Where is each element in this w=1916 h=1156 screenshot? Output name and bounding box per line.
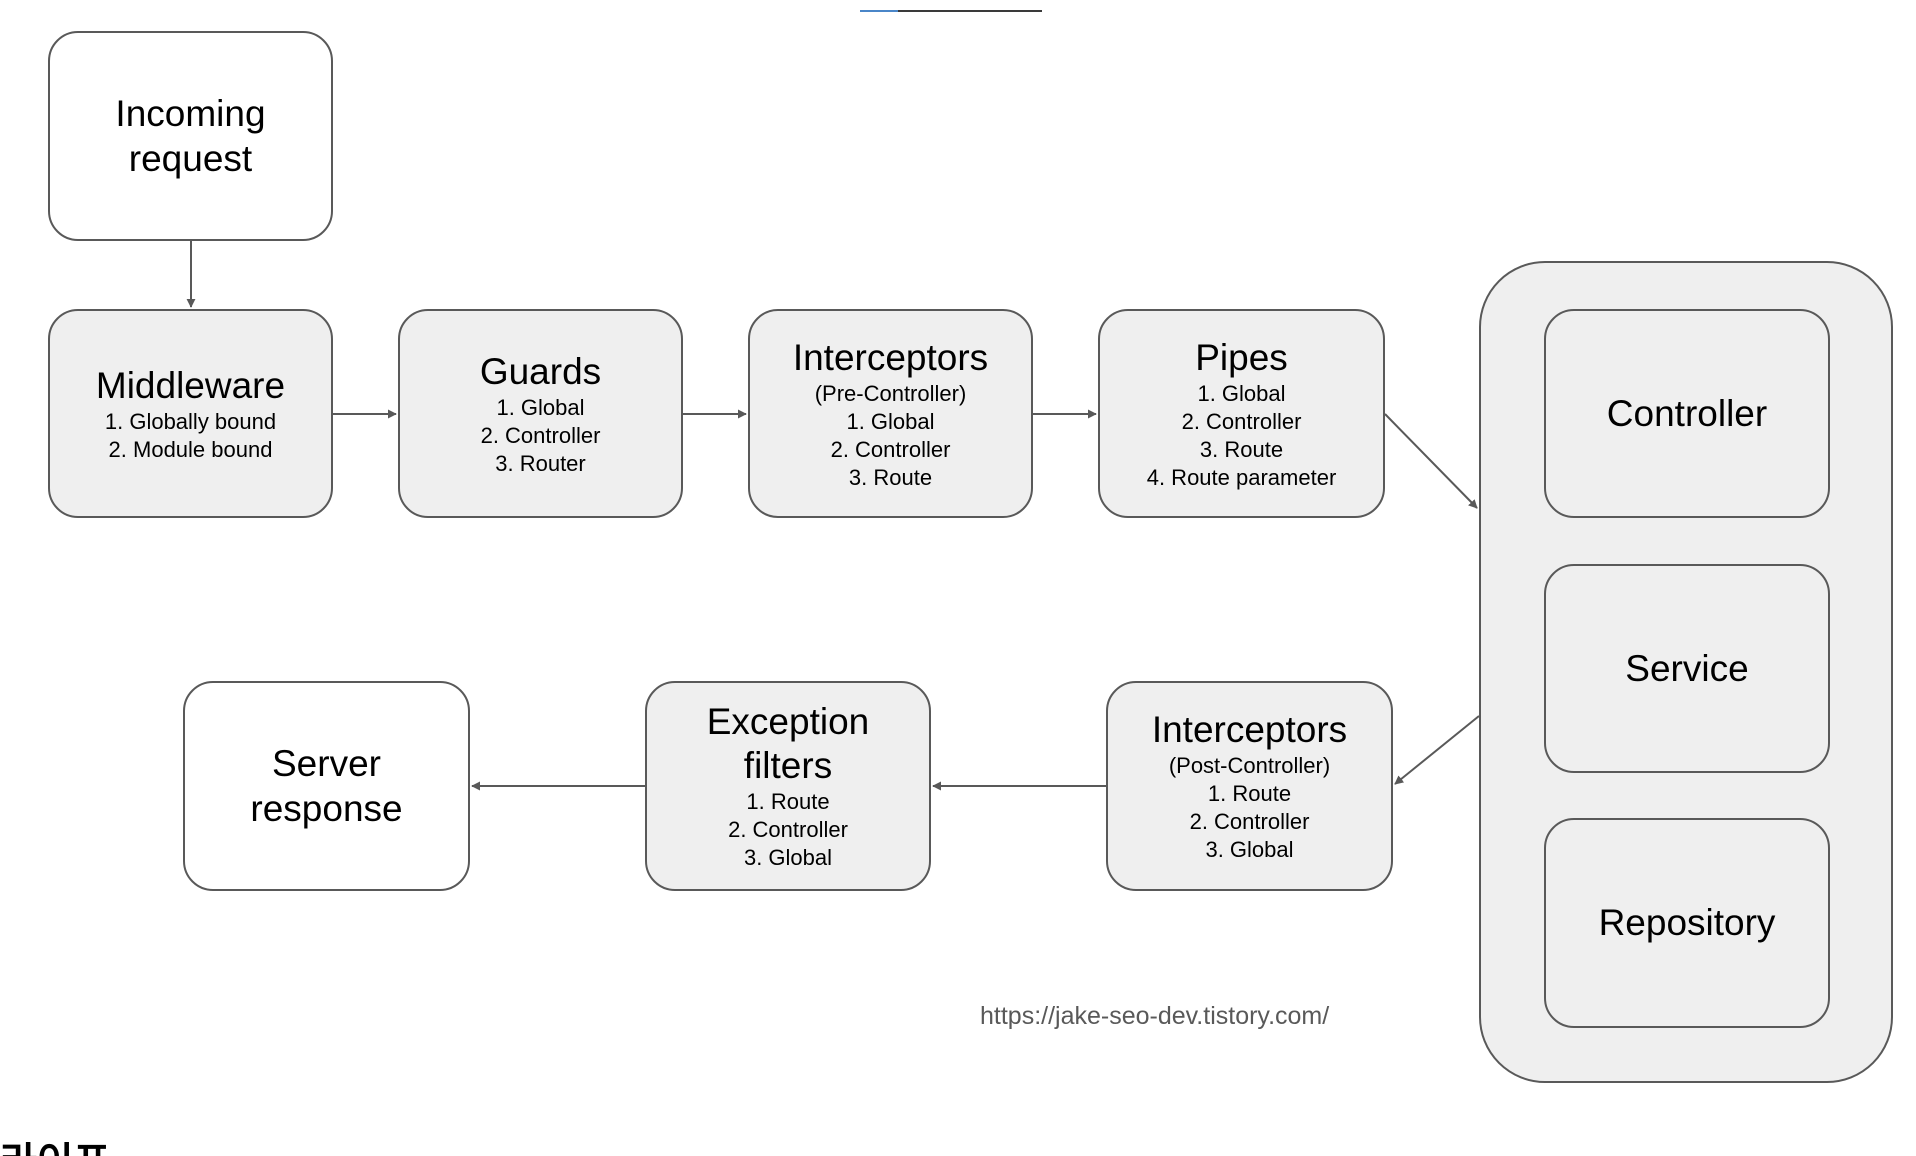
- interceptors-pre-item: 3. Route: [848, 464, 933, 490]
- exception-filters-item: 3. Global: [743, 845, 833, 870]
- top-divider-accent: [860, 10, 898, 12]
- pipes-node: Pipes 1. Global 2. Controller 3. Route 4…: [1098, 309, 1385, 518]
- middleware-item: 2. Module bound: [108, 436, 273, 462]
- service-node: Service: [1544, 564, 1830, 773]
- middleware-node: Middleware 1. Globally bound 2. Module b…: [48, 309, 333, 518]
- server-response-node: Server response: [183, 681, 470, 891]
- incoming-request-node: Incoming request: [48, 31, 333, 241]
- interceptors-post-item: 2. Controller: [1189, 809, 1310, 834]
- service-title: Service: [1625, 647, 1749, 689]
- exception-filters-title: Exception filters: [706, 701, 870, 786]
- repository-node: Repository: [1544, 818, 1830, 1028]
- pipes-title: Pipes: [1195, 336, 1288, 378]
- section-heading-cropped: 라이프사이클: [0, 1142, 140, 1156]
- pipes-item: 3. Route: [1199, 436, 1284, 462]
- controller-node: Controller: [1544, 309, 1830, 518]
- pipes-item: 4. Route parameter: [1146, 464, 1337, 490]
- repository-title: Repository: [1598, 902, 1776, 943]
- interceptors-pre-item: 2. Controller: [830, 436, 951, 462]
- server-response-title: Server response: [250, 743, 403, 829]
- controller-title: Controller: [1606, 392, 1768, 434]
- guards-title: Guards: [479, 350, 602, 392]
- guards-item: 2. Controller: [480, 422, 601, 448]
- incoming-request-title: Incoming request: [115, 93, 266, 179]
- middleware-item: 1. Globally bound: [104, 408, 277, 434]
- interceptors-post-subtitle: (Post-Controller): [1168, 753, 1331, 778]
- exception-filters-node: Exception filters 1. Route 2. Controller…: [645, 681, 931, 891]
- source-credit: https://jake-seo-dev.tistory.com/: [980, 1002, 1330, 1030]
- guards-node: Guards 1. Global 2. Controller 3. Router: [398, 309, 683, 518]
- interceptors-post-item: 3. Global: [1205, 837, 1294, 862]
- middleware-title: Middleware: [95, 364, 286, 406]
- interceptors-post-item: 1. Route: [1207, 781, 1292, 806]
- edge-controller-to-interceptors-post: [1394, 715, 1480, 785]
- interceptors-pre-title: Interceptors: [792, 336, 989, 378]
- interceptors-pre-subtitle: (Pre-Controller): [814, 380, 967, 406]
- interceptors-pre-node: Interceptors (Pre-Controller) 1. Global …: [748, 309, 1033, 518]
- exception-filters-item: 1. Route: [746, 789, 830, 814]
- interceptors-post-node: Interceptors (Post-Controller) 1. Route …: [1106, 681, 1393, 891]
- pipes-item: 1. Global: [1197, 380, 1286, 406]
- edge-pipes-to-controller: [1384, 413, 1478, 509]
- top-divider: [860, 10, 1042, 12]
- pipes-item: 2. Controller: [1181, 408, 1302, 434]
- interceptors-pre-item: 1. Global: [846, 408, 935, 434]
- interceptors-post-title: Interceptors: [1151, 709, 1348, 750]
- guards-item: 3. Router: [495, 450, 586, 476]
- guards-item: 1. Global: [496, 394, 585, 420]
- exception-filters-item: 2. Controller: [728, 817, 848, 842]
